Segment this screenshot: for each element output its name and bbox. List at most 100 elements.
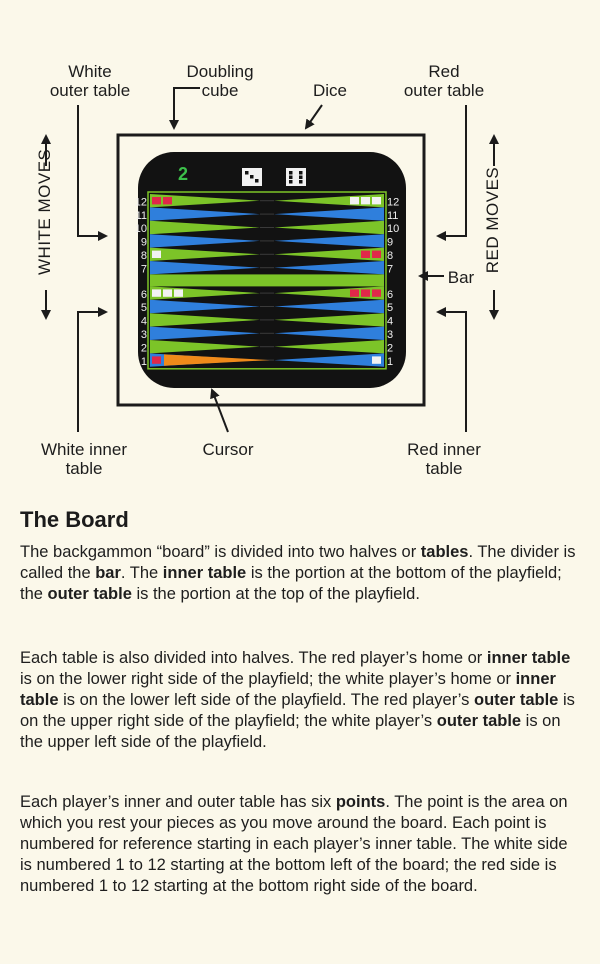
bold-term: inner table <box>162 564 247 582</box>
cursor-marker <box>164 354 270 366</box>
right-piece <box>372 289 381 297</box>
left-point <box>150 247 260 261</box>
point-number-left: 2 <box>141 342 147 354</box>
point-number-left: 3 <box>141 329 147 341</box>
bold-term: inner table <box>20 670 556 709</box>
pointer-red-inner <box>436 307 467 432</box>
text-run: is on the upper left side of the playfie… <box>20 712 561 751</box>
die-pip <box>250 175 254 179</box>
text-run: is on the lower right side of the playfi… <box>20 670 516 688</box>
point-number-right: 2 <box>387 342 393 354</box>
text-run: Each player’s inner and outer table has … <box>20 793 336 811</box>
point-number-left: 4 <box>141 316 147 328</box>
point-number-right: 11 <box>387 210 398 222</box>
paragraph-1: The backgammon “board” is divided into t… <box>20 542 580 605</box>
bold-term: outer table <box>436 712 522 730</box>
die-pip <box>299 171 303 175</box>
label-white-outer-table: White outer table <box>49 62 131 100</box>
left-piece <box>174 289 183 297</box>
point-number-left: 11 <box>136 210 147 222</box>
left-piece <box>163 197 172 205</box>
point-number-left: 9 <box>141 237 147 249</box>
right-piece <box>361 197 370 205</box>
label-doubling-cube: Doubling cube <box>186 62 254 100</box>
left-point <box>150 220 260 235</box>
right-point <box>274 340 384 354</box>
point-number-right: 3 <box>387 329 393 341</box>
left-piece <box>163 289 172 297</box>
pointer-white-outer <box>77 105 108 241</box>
right-point <box>274 326 384 340</box>
bold-term: outer table <box>474 691 559 709</box>
label-cursor: Cursor <box>202 440 254 459</box>
point-number-right: 8 <box>387 250 393 262</box>
point-number-right: 5 <box>387 302 393 314</box>
left-point <box>150 340 260 354</box>
die-pip <box>255 179 259 183</box>
bold-term: inner table <box>486 649 571 667</box>
die-pip <box>289 175 293 179</box>
left-piece <box>152 197 161 205</box>
point-number-left: 5 <box>141 302 147 314</box>
pointer-dice <box>304 104 323 130</box>
die-pip <box>289 171 293 175</box>
bar-band <box>150 274 384 287</box>
bold-term: points <box>335 793 386 811</box>
left-point <box>150 207 260 221</box>
point-number-left: 12 <box>135 196 147 208</box>
right-point <box>274 220 384 235</box>
text-run: The backgammon “board” is divided into t… <box>20 543 421 561</box>
point-number-right: 12 <box>387 196 399 208</box>
point-number-left: 10 <box>135 223 147 235</box>
left-piece <box>152 356 161 364</box>
left-point <box>150 326 260 340</box>
label-red-inner-table: Red inner table <box>407 440 481 478</box>
right-point <box>274 299 384 314</box>
right-piece <box>372 356 381 364</box>
point-number-right: 10 <box>387 223 399 235</box>
die-pip <box>299 175 303 179</box>
right-piece <box>350 289 359 297</box>
right-point <box>274 247 384 261</box>
doubling-cube-value: 2 <box>178 164 188 184</box>
bold-term: bar <box>95 564 121 582</box>
right-piece <box>361 250 370 258</box>
pointer-doubling-cube <box>169 87 200 130</box>
paragraph-3: Each player’s inner and outer table has … <box>20 792 580 897</box>
label-bar: Bar <box>447 268 475 287</box>
paragraph-2: Each table is also divided into halves. … <box>20 648 580 753</box>
left-point <box>150 234 260 248</box>
point-number-right: 1 <box>387 356 393 368</box>
point-number-left: 8 <box>141 250 147 262</box>
bold-term: tables <box>420 543 469 561</box>
right-point <box>274 353 384 367</box>
pointer-white-inner <box>77 307 108 432</box>
point-number-right: 9 <box>387 237 393 249</box>
text-run: . The point is the area on which you res… <box>20 793 568 895</box>
point-number-left: 6 <box>141 289 147 301</box>
right-piece <box>350 197 359 205</box>
left-piece <box>152 289 161 297</box>
label-white-inner-table: White inner table <box>41 440 127 478</box>
label-red-outer-table: Red outer table <box>403 62 485 100</box>
pointer-red-outer <box>436 105 467 241</box>
text-run: is the portion at the bottom of the play… <box>20 564 562 603</box>
point-number-right: 6 <box>387 289 393 301</box>
right-point <box>274 313 384 327</box>
section-title: The Board <box>20 507 129 532</box>
text-run: is the portion at the top of the playfie… <box>131 585 420 603</box>
left-piece <box>152 250 161 258</box>
text-run: . The divider is called the <box>20 543 576 582</box>
text-run: is on the lower left side of the playfie… <box>58 691 474 709</box>
left-point <box>150 194 260 208</box>
right-point <box>274 261 384 275</box>
right-point <box>274 207 384 221</box>
die-pip <box>245 171 249 175</box>
text-run: is on the upper right side of the playfi… <box>20 691 575 730</box>
point-number-left: 1 <box>141 356 147 368</box>
pointer-cursor <box>210 388 229 433</box>
board-outline <box>147 191 387 370</box>
point-number-right: 7 <box>387 263 393 275</box>
right-piece <box>372 197 381 205</box>
